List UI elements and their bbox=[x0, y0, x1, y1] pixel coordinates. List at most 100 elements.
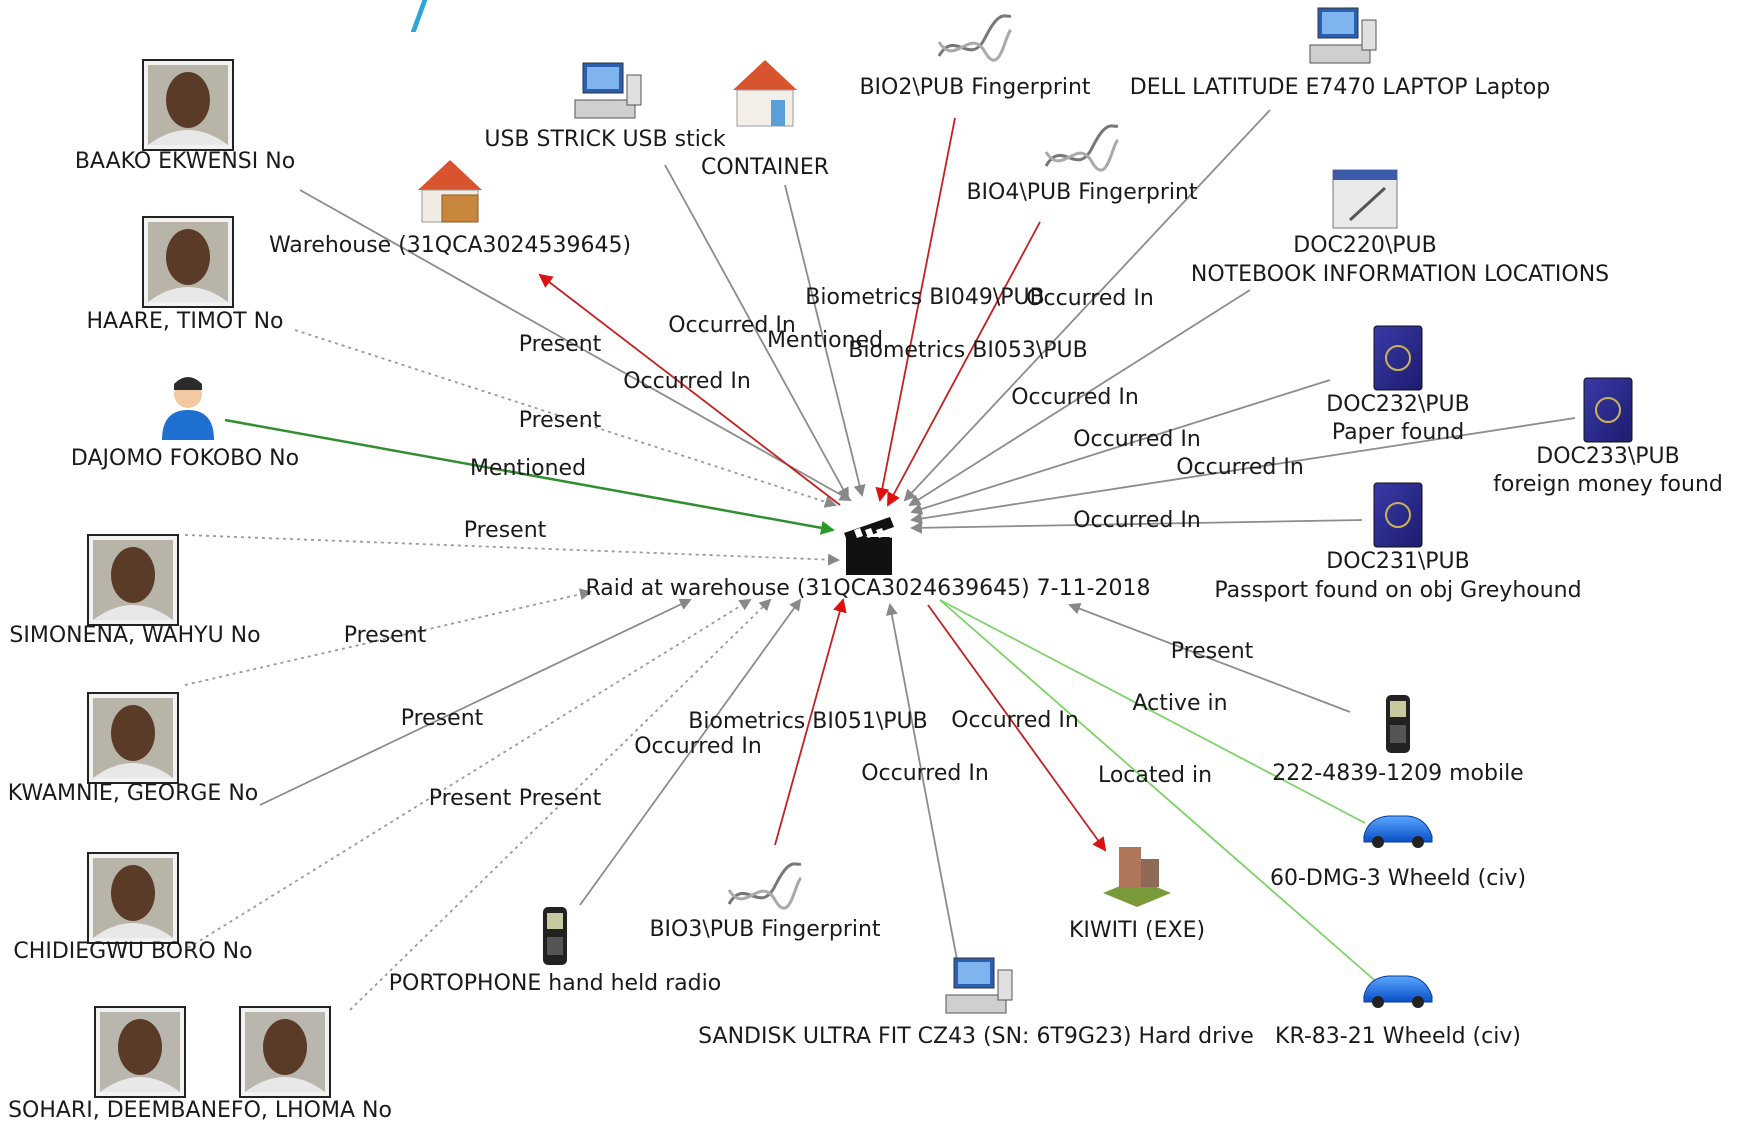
node-labels-layer: BAAKO EKWENSI No HAARE, TIMOT No DAJOMO FO… bbox=[8, 75, 1723, 1123]
node-label-warehouse: Warehouse (31QCA3024539645) bbox=[269, 233, 631, 258]
edge-usb[interactable] bbox=[664, 164, 849, 500]
node-label-portophone: PORTOPHONE hand held radio bbox=[389, 971, 721, 996]
passport-icon[interactable] bbox=[1373, 325, 1423, 391]
edges-layer bbox=[184, 109, 1576, 1011]
node-label-bio3: BIO3\PUB Fingerprint bbox=[649, 917, 880, 942]
edge-container[interactable] bbox=[784, 184, 866, 497]
edge-label-chidiegwu: Present bbox=[429, 786, 512, 811]
edge-bio4[interactable] bbox=[887, 221, 1041, 507]
passport-icon[interactable] bbox=[1373, 482, 1423, 548]
edge-label-dell: Occurred In bbox=[1026, 286, 1154, 311]
edge-label-doc232: Occurred In bbox=[1073, 427, 1201, 452]
edge-label-sandisk: Occurred In bbox=[861, 761, 989, 786]
edge-portophone[interactable] bbox=[579, 598, 802, 906]
car-icon[interactable] bbox=[1363, 975, 1433, 1008]
center-event-label: Raid at warehouse (31QCA3024639645) 7-11… bbox=[585, 576, 1150, 601]
node-label-container: CONTAINER bbox=[701, 155, 829, 180]
notebook-icon[interactable] bbox=[1332, 169, 1398, 229]
edge-label-car1: Active in bbox=[1132, 691, 1227, 716]
dna-icon[interactable] bbox=[727, 862, 803, 910]
node-label-dell: DELL LATITUDE E7470 LAPTOP Laptop bbox=[1130, 75, 1550, 100]
computer-icon[interactable] bbox=[945, 957, 1013, 1014]
node-label-usb: USB STRICK USB stick bbox=[484, 127, 726, 152]
computer-icon[interactable] bbox=[574, 62, 642, 119]
computer-icon[interactable] bbox=[1309, 7, 1377, 64]
node-sublabel-doc231: Passport found on obj Greyhound bbox=[1214, 578, 1581, 603]
edge-label-dajomo: Mentioned bbox=[470, 456, 586, 481]
edge-bio2[interactable] bbox=[875, 117, 956, 502]
car-icon[interactable] bbox=[1363, 815, 1433, 848]
dna-icon[interactable] bbox=[937, 14, 1013, 62]
building-icon[interactable] bbox=[733, 60, 797, 127]
edge-car2[interactable] bbox=[939, 599, 1381, 986]
edge-label-car2: Located in bbox=[1098, 763, 1212, 788]
edge-bio3[interactable] bbox=[774, 598, 847, 846]
edge-labels-layer: PresentPresentMentionedPresentPresentPre… bbox=[344, 285, 1304, 811]
city-building-icon[interactable] bbox=[1103, 847, 1171, 907]
node-label-doc233: DOC233\PUB bbox=[1536, 444, 1679, 469]
person-photo-pair-icon[interactable] bbox=[94, 1006, 331, 1098]
edge-doc231[interactable] bbox=[910, 519, 1363, 534]
node-label-sandisk: SANDISK ULTRA FIT CZ43 (SN: 6T9G23) Hard… bbox=[698, 1024, 1254, 1049]
edge-label-simonena: Present bbox=[464, 518, 547, 543]
edge-dell[interactable] bbox=[903, 109, 1271, 502]
edge-mobile[interactable] bbox=[1068, 602, 1351, 713]
edge-dajomo[interactable] bbox=[224, 418, 835, 535]
edge-doc233[interactable] bbox=[910, 417, 1576, 525]
edge-kiwiti[interactable] bbox=[927, 604, 1107, 852]
edge-label-doc233: Occurred In bbox=[1176, 455, 1304, 480]
node-label-sohari: SOHARI, DEEMBANEFO, LHOMA No bbox=[8, 1098, 392, 1123]
node-label-kwamnie: KWAMNIE, GEORGE No bbox=[8, 781, 258, 806]
edge-sandisk[interactable] bbox=[885, 603, 959, 966]
edge-doc220[interactable] bbox=[908, 289, 1251, 507]
edge-baako[interactable] bbox=[299, 189, 852, 501]
edge-label-doc231: Occurred In bbox=[1073, 508, 1201, 533]
node-label-doc231: DOC231\PUB bbox=[1326, 549, 1469, 574]
node-label-mobile: 222-4839-1209 mobile bbox=[1272, 761, 1523, 786]
nodes-layer bbox=[87, 7, 1633, 1098]
edge-label-portophone: Occurred In bbox=[634, 734, 762, 759]
warehouse-icon[interactable] bbox=[418, 160, 482, 223]
node-sublabel-doc233: foreign money found bbox=[1493, 472, 1723, 497]
node-label-simonena: SIMONENA, WAHYU No bbox=[9, 623, 260, 648]
edge-kwamnie[interactable] bbox=[259, 598, 692, 806]
person-photo-icon[interactable] bbox=[142, 216, 234, 308]
passport-icon[interactable] bbox=[1583, 377, 1633, 443]
person-photo-icon[interactable] bbox=[87, 692, 179, 784]
person-photo-icon[interactable] bbox=[87, 534, 179, 626]
node-sublabel-doc220: NOTEBOOK INFORMATION LOCATIONS bbox=[1191, 262, 1609, 287]
edge-label-haare: Present bbox=[519, 408, 602, 433]
edge-warehouse[interactable] bbox=[538, 273, 841, 506]
label-bio051: Biometrics BI051\PUB bbox=[688, 709, 927, 734]
edge-label-baako: Present bbox=[519, 332, 602, 357]
node-label-doc220: DOC220\PUB bbox=[1293, 233, 1436, 258]
person-icon[interactable] bbox=[162, 377, 214, 440]
node-label-baako: BAAKO EKWENSI No bbox=[75, 149, 295, 174]
node-label-car1: 60-DMG-3 Wheeld (civ) bbox=[1270, 866, 1526, 891]
label-bio049: Biometrics BI049\PUB bbox=[805, 285, 1044, 310]
node-label-haare: HAARE, TIMOT No bbox=[86, 309, 283, 334]
person-photo-icon[interactable] bbox=[87, 852, 179, 944]
label-bio053: Biometrics BI053\PUB bbox=[848, 338, 1087, 363]
node-label-kiwiti: KIWITI (EXE) bbox=[1069, 918, 1205, 943]
edge-label-doc220: Occurred In bbox=[1011, 385, 1139, 410]
clapperboard-icon[interactable] bbox=[844, 517, 896, 575]
edge-label-sohari: Present bbox=[519, 786, 602, 811]
edge-car1[interactable] bbox=[939, 599, 1366, 824]
radio-handset-icon[interactable] bbox=[543, 907, 567, 965]
edge-chidiegwu[interactable] bbox=[187, 598, 752, 949]
edge-label-simonena_top: Present bbox=[344, 623, 427, 648]
person-photo-icon[interactable] bbox=[142, 59, 234, 151]
edge-label-kiwiti: Occurred In bbox=[951, 708, 1079, 733]
edge-label-warehouse: Occurred In bbox=[623, 369, 751, 394]
dna-icon[interactable] bbox=[1044, 124, 1120, 172]
node-sublabel-doc232: Paper found bbox=[1332, 420, 1464, 445]
node-label-chidiegwu: CHIDIEGWU BORO No bbox=[13, 939, 252, 964]
node-label-car2: KR-83-21 Wheeld (civ) bbox=[1275, 1024, 1521, 1049]
node-label-bio2: BIO2\PUB Fingerprint bbox=[859, 75, 1090, 100]
node-label-bio4: BIO4\PUB Fingerprint bbox=[966, 180, 1197, 205]
node-label-dajomo: DAJOMO FOKOBO No bbox=[71, 446, 299, 471]
edge-doc232[interactable] bbox=[910, 379, 1331, 515]
mobile-phone-icon[interactable] bbox=[1386, 695, 1410, 753]
